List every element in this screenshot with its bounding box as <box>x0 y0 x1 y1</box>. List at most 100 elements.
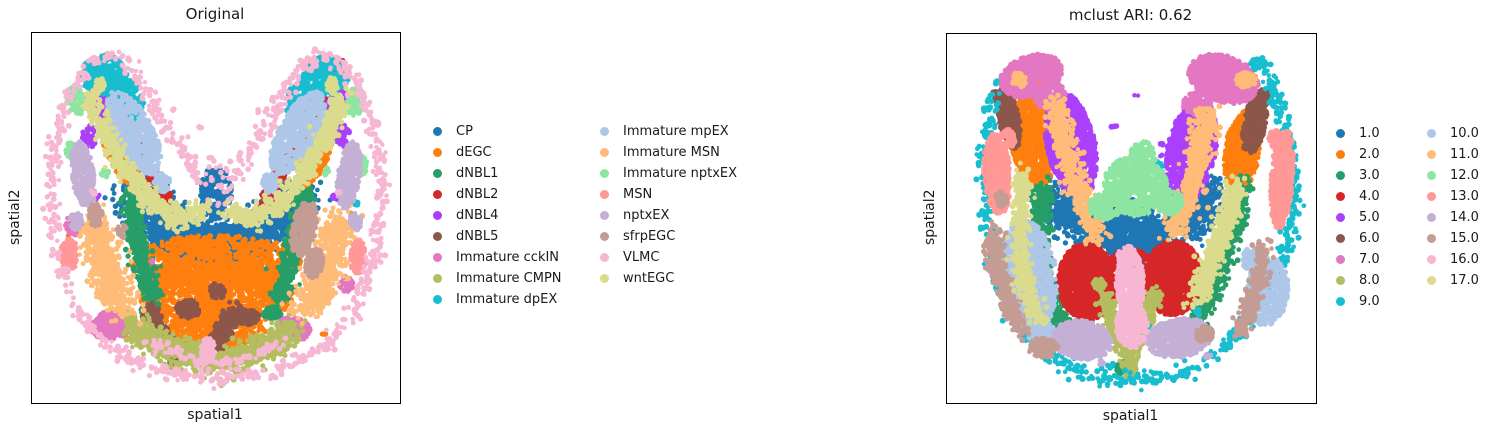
plot-area <box>946 33 1317 404</box>
legend-item-label: 5.0 <box>1359 210 1380 225</box>
legend-item: Immature CMPN <box>433 268 600 289</box>
y-axis-label: spatial2 <box>922 189 938 246</box>
legend-item: Immature nptxEX <box>600 163 767 184</box>
legend-item: 2.0 <box>1336 144 1427 165</box>
legend-item-label: 9.0 <box>1359 294 1380 309</box>
original-scatter-canvas <box>32 33 400 403</box>
legend-item: VLMC <box>600 247 767 268</box>
legend-item: dEGC <box>433 142 600 163</box>
legend-item-label: 17.0 <box>1450 273 1479 288</box>
legend-column: Immature mpEX Immature MSN Immature nptxEX… <box>600 121 767 310</box>
legend-column: 10.0 11.0 12.0 13.0 14.0 15.0 16.0 17.0 <box>1427 123 1501 312</box>
legend-item-label: 8.0 <box>1359 273 1380 288</box>
legend-dot-icon <box>600 274 609 283</box>
legend-item-label: 15.0 <box>1450 231 1479 246</box>
legend-item: sfrpEGC <box>600 226 767 247</box>
legend-item: 3.0 <box>1336 165 1427 186</box>
legend-dot-icon <box>433 211 442 220</box>
legend-item-label: Immature CMPN <box>456 271 562 286</box>
legend-item: Immature dpEX <box>433 289 600 310</box>
legend-dot-icon <box>1336 255 1345 264</box>
legend-dot-icon <box>1336 234 1345 243</box>
legend-dot-icon <box>1427 192 1436 201</box>
legend-item: wntEGC <box>600 268 767 289</box>
legend-item: 1.0 <box>1336 123 1427 144</box>
legend-item: 13.0 <box>1427 186 1501 207</box>
legend-item: Immature MSN <box>600 142 767 163</box>
legend-item-label: VLMC <box>623 250 660 265</box>
legend-dot-icon <box>1336 276 1345 285</box>
legend-item: dNBL4 <box>433 205 600 226</box>
legend-dot-icon <box>1336 129 1345 138</box>
legend-dot-icon <box>600 169 609 178</box>
legend-item: 12.0 <box>1427 165 1501 186</box>
legend-item-label: 7.0 <box>1359 252 1380 267</box>
plot-title: Original <box>185 5 245 23</box>
legend-item: nptxEX <box>600 205 767 226</box>
legend-item: 7.0 <box>1336 249 1427 270</box>
legend-dot-icon <box>1336 213 1345 222</box>
legend-item-label: 11.0 <box>1450 147 1479 162</box>
legend-dot-icon <box>1427 234 1436 243</box>
legend-item-label: 16.0 <box>1450 252 1479 267</box>
legend-item-label: MSN <box>623 187 653 202</box>
legend-item-label: 4.0 <box>1359 189 1380 204</box>
legend-dot-icon <box>433 190 442 199</box>
legend-item-label: sfrpEGC <box>623 229 676 244</box>
legend-dot-icon <box>600 253 609 262</box>
legend-item: 4.0 <box>1336 186 1427 207</box>
legend-item-label: 3.0 <box>1359 168 1380 183</box>
legend-item-label: dEGC <box>456 145 492 160</box>
x-axis-label: spatial1 <box>1102 408 1159 424</box>
legend-dot-icon <box>1427 129 1436 138</box>
legend-item: dNBL2 <box>433 184 600 205</box>
legend-item: 5.0 <box>1336 207 1427 228</box>
legend-item: Immature cckIN <box>433 247 600 268</box>
legend-item: dNBL5 <box>433 226 600 247</box>
legend-item: 8.0 <box>1336 270 1427 291</box>
plot-area <box>31 32 401 404</box>
legend-item-label: wntEGC <box>623 271 675 286</box>
legend-item-label: dNBL5 <box>456 229 499 244</box>
legend-item-label: Immature cckIN <box>456 250 560 265</box>
legend-item-label: 12.0 <box>1450 168 1479 183</box>
legend-dot-icon <box>600 211 609 220</box>
legend-item-label: CP <box>456 124 473 139</box>
mclust-scatter-canvas <box>947 34 1316 403</box>
legend-item-label: 10.0 <box>1450 126 1479 141</box>
legend-dot-icon <box>1427 276 1436 285</box>
x-axis-label: spatial1 <box>187 407 243 423</box>
legend-item: 16.0 <box>1427 249 1501 270</box>
legend-item: 11.0 <box>1427 144 1501 165</box>
legend-dot-icon <box>433 169 442 178</box>
legend-column: 1.0 2.0 3.0 4.0 5.0 6.0 7.0 8.0 9.0 <box>1336 123 1427 312</box>
legend-item-label: 6.0 <box>1359 231 1380 246</box>
legend-dot-icon <box>600 127 609 136</box>
legend-item-label: 2.0 <box>1359 147 1380 162</box>
legend-dot-icon <box>600 148 609 157</box>
legend-item-label: dNBL4 <box>456 208 499 223</box>
legend-item: 14.0 <box>1427 207 1501 228</box>
legend-item-label: dNBL1 <box>456 166 499 181</box>
legend-dot-icon <box>1336 192 1345 201</box>
plot-title: mclust ARI: 0.62 <box>1068 6 1193 24</box>
legend-item-label: 14.0 <box>1450 210 1479 225</box>
legend-item-label: Immature mpEX <box>623 124 729 139</box>
y-axis-label: spatial2 <box>7 189 23 245</box>
legend-dot-icon <box>433 232 442 241</box>
legend-dot-icon <box>1427 150 1436 159</box>
legend-dot-icon <box>1427 213 1436 222</box>
legend-item: 6.0 <box>1336 228 1427 249</box>
legend-item: 10.0 <box>1427 123 1501 144</box>
legend-item: 9.0 <box>1336 291 1427 312</box>
legend-dot-icon <box>1336 150 1345 159</box>
legend-dot-icon <box>1336 297 1345 306</box>
legend-item-label: Immature nptxEX <box>623 166 738 181</box>
legend-item-label: 1.0 <box>1359 126 1380 141</box>
legend-dot-icon <box>433 295 442 304</box>
legend-dot-icon <box>433 127 442 136</box>
legend-item: 15.0 <box>1427 228 1501 249</box>
